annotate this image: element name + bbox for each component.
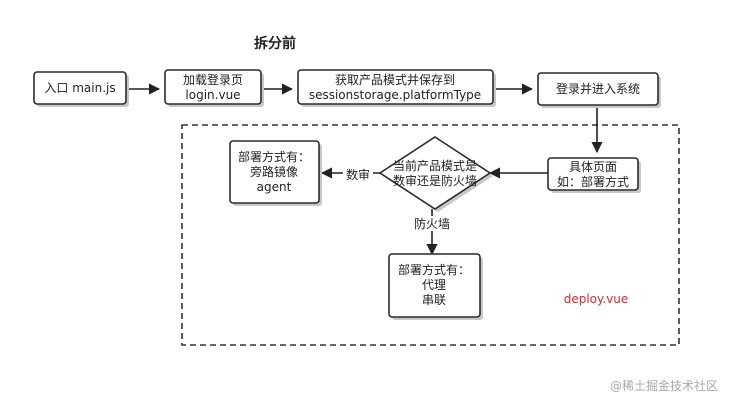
- node-page-line2: 如：部署方式: [557, 174, 629, 189]
- deploy-region: [181, 124, 680, 346]
- node-shuchen-line2: 旁路镜像: [250, 164, 298, 179]
- edge-label-shuchen: 数审: [346, 167, 370, 182]
- region-label: deploy.vue: [564, 292, 629, 306]
- node-fetch-line1: 获取产品模式并保存到: [335, 73, 455, 87]
- node-firewall-line1: 部署方式有：: [398, 262, 470, 277]
- node-decision-line1: 当前产品模式是: [393, 158, 477, 173]
- node-login-line2: login.vue: [185, 88, 240, 102]
- edge-label-firewall: 防火墙: [414, 216, 450, 231]
- node-login: 加载登录页 login.vue: [164, 69, 264, 107]
- node-firewall: 部署方式有： 代理 串联: [388, 253, 483, 320]
- node-page-line1: 具体页面: [569, 160, 617, 174]
- node-shuchen-line1: 部署方式有：: [238, 149, 310, 164]
- node-decision: 当前产品模式是 数审还是防火墙: [378, 136, 493, 212]
- node-fetch: 获取产品模式并保存到 sessionstorage.platformType: [297, 69, 496, 107]
- node-enter: 登录并进入系统: [537, 72, 661, 108]
- node-login-line1: 加载登录页: [183, 72, 243, 87]
- node-fetch-line2: sessionstorage.platformType: [309, 88, 481, 102]
- diagram-title: 拆分前: [254, 35, 296, 52]
- node-decision-line2: 数审还是防火墙: [393, 173, 477, 188]
- node-shuchen: 部署方式有： 旁路镜像 agent: [229, 140, 322, 206]
- node-page: 具体页面 如：部署方式: [547, 157, 641, 193]
- watermark: @稀土掘金技术社区: [610, 378, 718, 393]
- node-firewall-line2: 代理: [422, 278, 446, 292]
- node-entry: 入口 main.js: [33, 71, 129, 107]
- node-firewall-line3: 串联: [422, 293, 446, 307]
- node-entry-text: 入口 main.js: [44, 81, 115, 95]
- node-enter-text: 登录并进入系统: [556, 81, 640, 96]
- node-shuchen-line3: agent: [257, 180, 292, 194]
